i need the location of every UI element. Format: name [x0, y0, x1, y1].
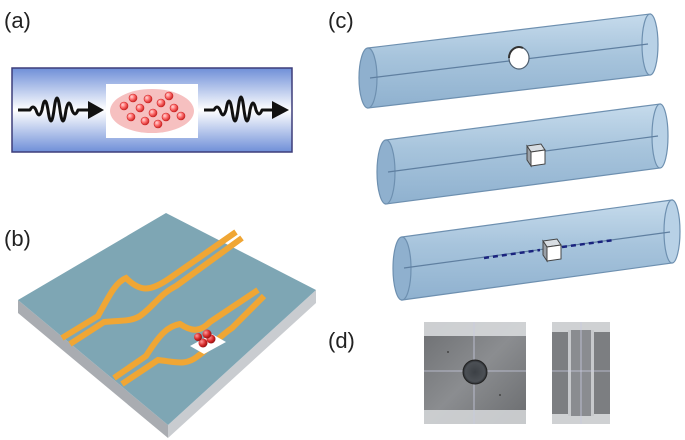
micrograph-hole — [424, 322, 526, 424]
micrograph-slot — [552, 322, 610, 424]
input-pulse-icon — [18, 96, 92, 123]
lower-waveguide-icon — [112, 287, 267, 387]
chip-substrate — [18, 213, 316, 438]
panel-label-b: (b) — [4, 226, 31, 251]
panel-label-a: (a) — [4, 8, 31, 33]
output-arrow-icon — [272, 101, 289, 119]
panel-label-d: (d) — [328, 328, 355, 353]
input-arrow-icon — [88, 101, 104, 119]
fiber-2-cube — [376, 103, 669, 205]
panel-label-c: (c) — [328, 8, 354, 33]
trap-site — [190, 329, 226, 354]
fiber-3-cube-grating — [392, 199, 681, 301]
fiber-1-hole — [358, 13, 659, 109]
upper-waveguide-icon — [60, 229, 244, 347]
cloud-atoms — [119, 91, 186, 129]
output-pulse-icon — [204, 95, 276, 123]
